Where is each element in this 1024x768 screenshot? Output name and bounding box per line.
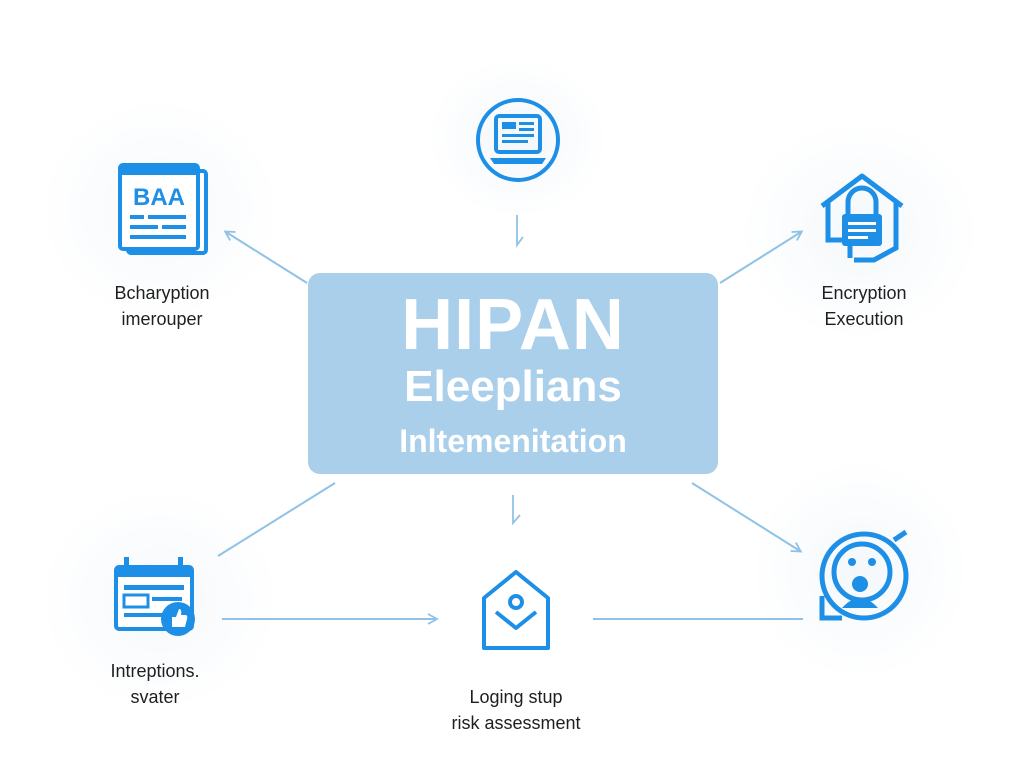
connector-to-bottom-left bbox=[217, 482, 336, 557]
baa-document-icon: BAA bbox=[116, 163, 212, 260]
bottom-left-label-line2: svater bbox=[130, 687, 180, 707]
center-title: HIPAN bbox=[401, 285, 625, 365]
top-left-label-line2: imerouper bbox=[121, 309, 203, 329]
house-lock-icon bbox=[814, 170, 910, 271]
bottom-left-label: Intreptions. svater bbox=[80, 658, 230, 710]
top-left-label-line1: Bcharyption bbox=[114, 283, 210, 303]
arrow-to-bottom-right bbox=[691, 482, 803, 553]
bottom-left-label-line1: Intreptions. bbox=[110, 661, 200, 681]
arrow-to-top-right bbox=[719, 230, 804, 284]
bottom-center-label-line2: risk assessment bbox=[451, 713, 581, 733]
location-tag-icon bbox=[474, 566, 558, 661]
laptop-document-icon bbox=[470, 98, 566, 189]
tick-mark-bottom bbox=[512, 495, 521, 526]
top-right-label-line2: Execution bbox=[824, 309, 904, 329]
center-subtitle: Eleeplians bbox=[404, 362, 622, 411]
tick-mark-top bbox=[516, 215, 524, 248]
center-subtitle-2: Inltemenitation bbox=[399, 423, 627, 459]
arrow-to-top-left bbox=[223, 230, 308, 284]
user-scan-icon bbox=[816, 526, 916, 627]
top-right-label-line1: Encryption bbox=[821, 283, 907, 303]
center-box: HIPAN Eleeplians Inltemenitation bbox=[308, 273, 718, 474]
bottom-center-label: Loging stup risk assessment bbox=[416, 684, 616, 736]
bottom-center-label-line1: Loging stup bbox=[469, 687, 563, 707]
top-left-label: Bcharyption imerouper bbox=[88, 280, 236, 332]
baa-icon-text: BAA bbox=[133, 184, 185, 211]
top-right-label: Encryption Execution bbox=[790, 280, 938, 332]
calendar-thumbs-up-icon bbox=[110, 553, 202, 646]
